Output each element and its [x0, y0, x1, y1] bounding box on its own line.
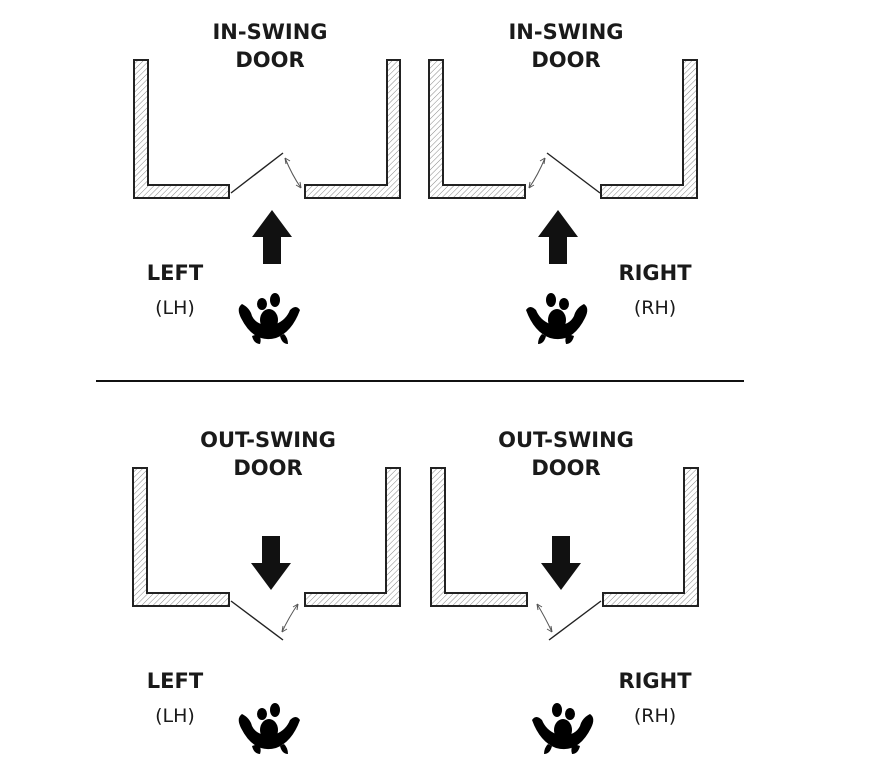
handing-abbr: (RH) — [634, 297, 676, 319]
door-leaf — [548, 600, 602, 641]
wall-left — [428, 59, 526, 199]
wall-right — [304, 467, 401, 607]
person-icon — [532, 703, 594, 754]
person-icon — [526, 293, 588, 344]
wall-right — [304, 59, 401, 199]
wall-left — [132, 467, 230, 607]
wall-left — [430, 467, 528, 607]
panel-title-line1: IN-SWING — [508, 20, 623, 44]
panel-title-line1: OUT-SWING — [200, 428, 336, 452]
swing-arc — [536, 603, 553, 633]
panel-out-swing-left: OUT-SWING DOOR LEFT (LH) — [132, 428, 401, 754]
door-leaf — [230, 152, 284, 194]
arrow-up-icon — [252, 210, 292, 264]
panel-in-swing-right: IN-SWING DOOR RIGHT (RH) — [428, 20, 698, 344]
handing-label: LEFT — [147, 261, 204, 285]
person-icon — [238, 703, 300, 754]
panel-title-line1: OUT-SWING — [498, 428, 634, 452]
panel-title-line2: DOOR — [531, 456, 600, 480]
handing-label: RIGHT — [618, 669, 692, 693]
handing-abbr: (LH) — [155, 705, 195, 727]
arrow-down-icon — [251, 536, 291, 590]
panel-out-swing-right: OUT-SWING DOOR RIGHT (RH) — [430, 428, 699, 754]
panel-title-line2: DOOR — [233, 456, 302, 480]
panel-in-swing-left: IN-SWING DOOR LEFT (LH) — [133, 20, 401, 344]
handing-abbr: (RH) — [634, 705, 676, 727]
panel-title-line2: DOOR — [235, 48, 304, 72]
handing-label: LEFT — [147, 669, 204, 693]
swing-arc — [528, 157, 546, 189]
arrow-up-icon — [538, 210, 578, 264]
door-leaf — [546, 152, 601, 194]
wall-left — [133, 59, 230, 199]
handing-abbr: (LH) — [155, 297, 195, 319]
wall-right — [600, 59, 698, 199]
panel-title-line1: IN-SWING — [212, 20, 327, 44]
door-leaf — [230, 600, 284, 641]
swing-arc — [281, 603, 299, 633]
swing-arc — [284, 157, 302, 189]
wall-right — [602, 467, 699, 607]
arrow-down-icon — [541, 536, 581, 590]
panel-title-line2: DOOR — [531, 48, 600, 72]
person-icon — [238, 293, 300, 344]
handing-label: RIGHT — [618, 261, 692, 285]
